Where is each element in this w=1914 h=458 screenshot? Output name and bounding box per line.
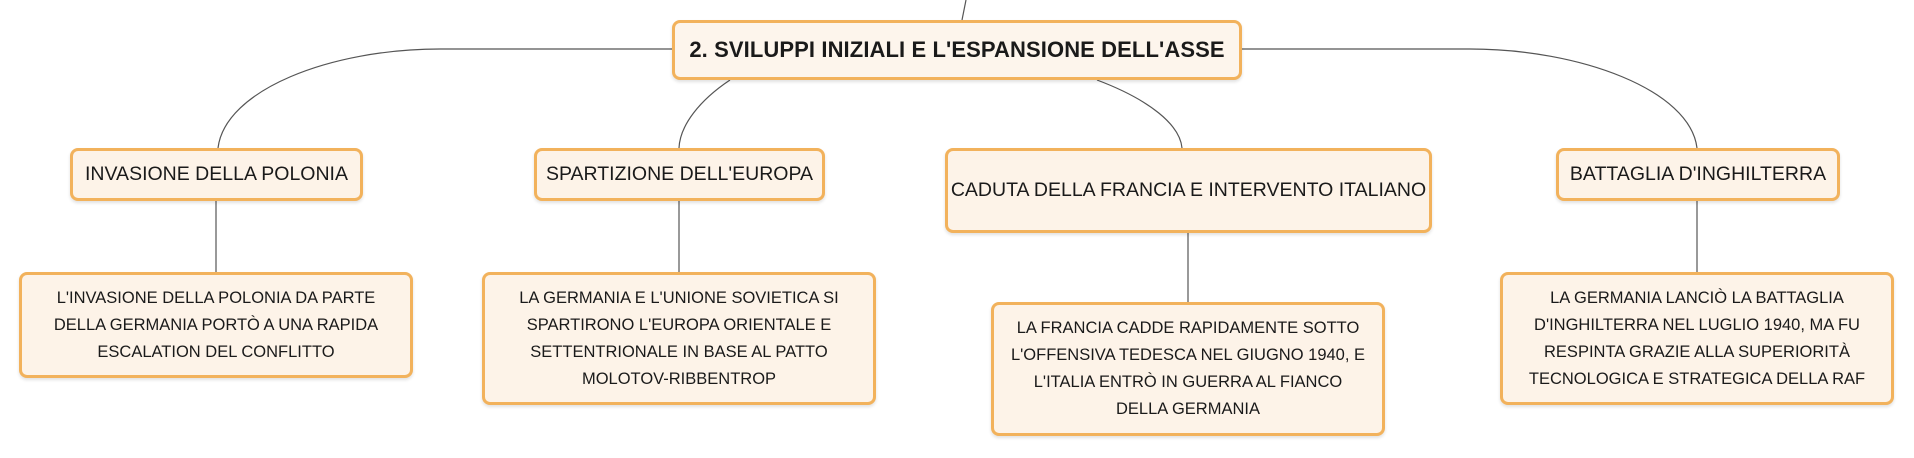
connector-root-parent — [961, 0, 967, 21]
topic-invasione-polonia[interactable]: INVASIONE DELLA POLONIA — [70, 148, 363, 201]
connector-root-topic-4 — [1242, 48, 1698, 149]
topic-spartizione-europa[interactable]: SPARTIZIONE DELL'EUROPA — [534, 148, 825, 201]
connector-root-topic-3 — [1096, 79, 1183, 149]
detail-invasione-polonia[interactable]: L'INVASIONE DELLA POLONIA DA PARTE DELLA… — [19, 272, 413, 378]
connector-root-topic-2 — [678, 79, 731, 149]
detail-battaglia-inghilterra[interactable]: LA GERMANIA LANCIÒ LA BATTAGLIA D'INGHIL… — [1500, 272, 1894, 405]
detail-spartizione-europa[interactable]: LA GERMANIA E L'UNIONE SOVIETICA SI SPAR… — [482, 272, 876, 405]
connector-root-topic-1 — [217, 48, 672, 149]
topic-battaglia-inghilterra[interactable]: BATTAGLIA D'INGHILTERRA — [1556, 148, 1840, 201]
topic-caduta-francia[interactable]: CADUTA DELLA FRANCIA E INTERVENTO ITALIA… — [945, 148, 1432, 233]
root-node-title[interactable]: 2. SVILUPPI INIZIALI E L'ESPANSIONE DELL… — [672, 20, 1242, 80]
detail-caduta-francia[interactable]: LA FRANCIA CADDE RAPIDAMENTE SOTTO L'OFF… — [991, 302, 1385, 436]
